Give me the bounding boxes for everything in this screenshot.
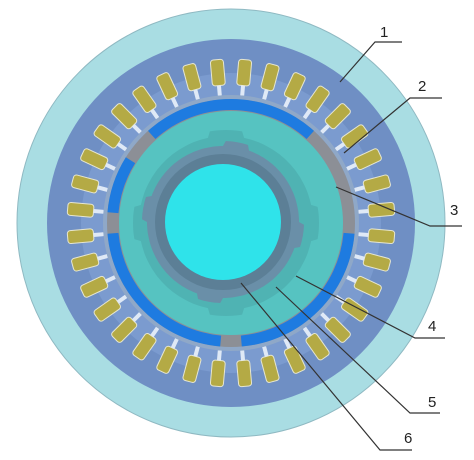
stator-slot: [111, 103, 142, 134]
callout-label-3: 3: [450, 202, 458, 219]
stator-slot: [236, 58, 253, 96]
stator-slot: [260, 63, 280, 100]
stator-slot: [346, 148, 382, 171]
magnet-segment: [240, 232, 355, 347]
stator-slot: [71, 252, 108, 272]
stator-slot: [80, 148, 116, 171]
callout-label-5: 5: [428, 394, 436, 411]
stator-slot: [156, 338, 179, 374]
permanent-magnet-group: [107, 98, 355, 347]
stator-slot: [260, 346, 280, 383]
callout-label-1: 1: [380, 24, 388, 41]
stator-slot: [182, 63, 202, 100]
shaft-core: [165, 164, 281, 280]
stator-slot: [209, 350, 226, 388]
magnet-segment: [148, 98, 314, 140]
stator-slot: [132, 326, 160, 361]
stator-slot: [80, 275, 116, 298]
callout-label-4: 4: [428, 318, 436, 335]
stator-slot: [358, 228, 396, 245]
stator-slot: [320, 103, 351, 134]
stator-slot: [283, 72, 306, 108]
stator-slot: [111, 312, 142, 343]
stator-slot: [302, 326, 330, 361]
stator-slot: [302, 85, 330, 120]
callout-label-2: 2: [418, 78, 426, 95]
stator-slot: [346, 275, 382, 298]
stator-slot: [354, 252, 391, 272]
callout-label-6: 6: [404, 430, 412, 447]
stator-slot: [93, 124, 128, 152]
stator-slot: [334, 124, 369, 152]
stator-slot: [182, 346, 202, 383]
stator-slot: [132, 85, 160, 120]
stator-slot: [283, 338, 306, 374]
leader-line-5: [275, 286, 440, 414]
stator-slot: [358, 201, 396, 218]
leader-line-2: [343, 97, 442, 154]
stator-slot: [66, 228, 104, 245]
stator-slot: [93, 294, 128, 322]
leader-line-6: [240, 282, 412, 451]
magnet-segment: [107, 232, 222, 347]
stator-slot: [66, 201, 104, 218]
stator-slot: [209, 58, 226, 96]
leader-line-3: [335, 186, 462, 227]
stator-slot: [320, 312, 351, 343]
leader-line-1: [339, 41, 402, 83]
stator-slot: [71, 174, 108, 194]
stator-slot: [236, 350, 253, 388]
magnet-segment: [107, 157, 136, 214]
leader-line-4: [295, 275, 445, 339]
stator-slot: [354, 174, 391, 194]
stator-slot-group: [66, 58, 396, 388]
stator-slot: [156, 72, 179, 108]
